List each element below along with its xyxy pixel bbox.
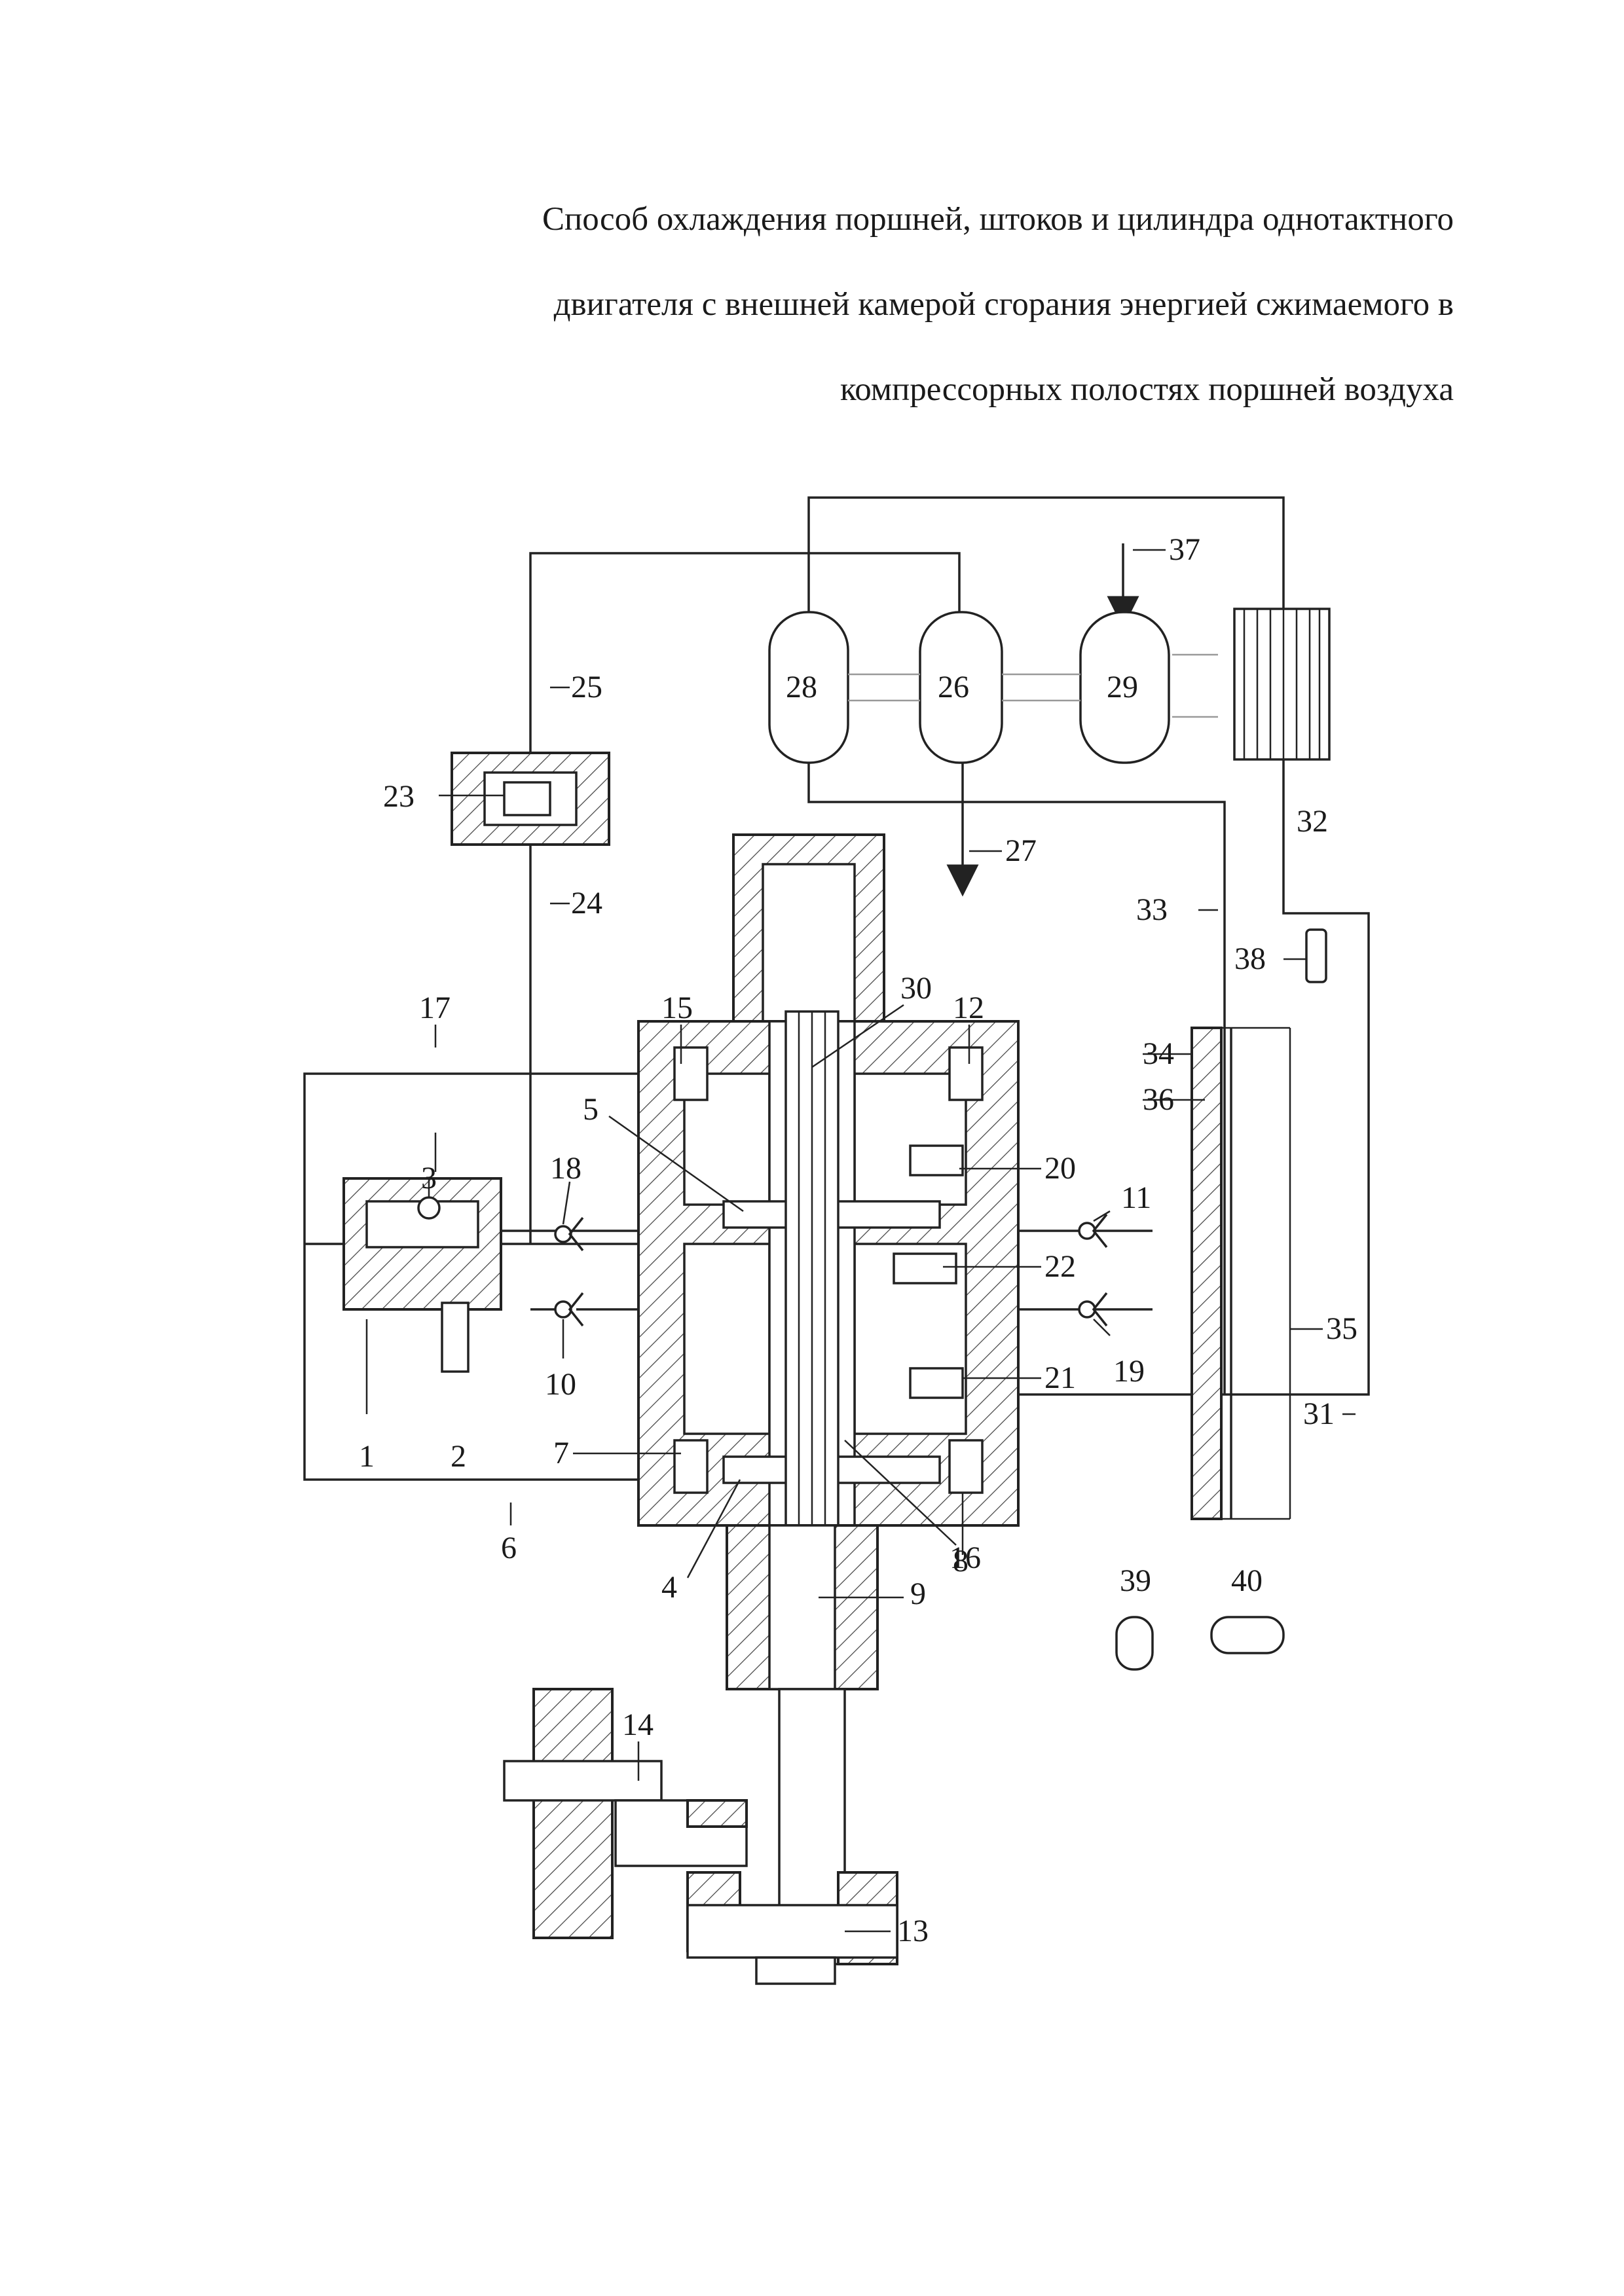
tank-28	[768, 611, 849, 764]
sensor-38	[1305, 928, 1327, 983]
label-39: 39	[1120, 1563, 1151, 1598]
label-21: 21	[1044, 1360, 1076, 1395]
label-18: 18	[550, 1151, 581, 1186]
pipe-network-top	[529, 496, 1370, 1396]
label-17: 17	[419, 991, 451, 1025]
label-30: 30	[900, 971, 932, 1006]
label-1: 1	[359, 1439, 375, 1474]
label-5: 5	[583, 1092, 599, 1127]
label-40: 40	[1231, 1563, 1263, 1598]
label-27: 27	[1005, 833, 1037, 868]
label-22: 22	[1044, 1249, 1076, 1284]
label-20: 20	[1044, 1151, 1076, 1186]
label-31: 31	[1303, 1396, 1335, 1431]
housing-1	[342, 1177, 502, 1373]
radiator-32	[1233, 608, 1331, 761]
title-line-1: Способ охлаждения поршней, штоков и цили…	[542, 201, 1454, 238]
label-24: 24	[571, 886, 602, 920]
tank-29	[1079, 611, 1170, 764]
label-25: 25	[571, 670, 602, 704]
label-29: 29	[1107, 670, 1138, 704]
label-4: 4	[661, 1570, 677, 1605]
label-3: 3	[421, 1161, 437, 1195]
label-35: 35	[1326, 1311, 1357, 1346]
sensor-40	[1210, 1616, 1285, 1654]
label-12: 12	[953, 991, 984, 1025]
check-valve-11	[1018, 1213, 1153, 1248]
label-38: 38	[1234, 941, 1266, 976]
label-34: 34	[1143, 1036, 1174, 1071]
heat-exchanger	[1190, 1027, 1291, 1520]
title-line-3: компрессорных полостях поршней воздуха	[840, 371, 1454, 408]
lower-guide	[726, 1524, 879, 1690]
check-valve-18	[554, 1216, 584, 1252]
label-7: 7	[553, 1436, 569, 1470]
label-6: 6	[501, 1531, 517, 1565]
label-23: 23	[383, 779, 415, 814]
leader-lines	[365, 549, 1356, 1933]
tank-connectors	[848, 673, 1080, 702]
valve-block-23	[451, 752, 610, 846]
label-14: 14	[622, 1707, 654, 1742]
check-valve-19	[1018, 1292, 1153, 1327]
label-9: 9	[910, 1576, 926, 1611]
label-26: 26	[938, 670, 969, 704]
label-16: 16	[950, 1540, 981, 1575]
sensor-39	[1115, 1616, 1154, 1671]
label-11: 11	[1121, 1180, 1151, 1215]
label-36: 36	[1143, 1082, 1174, 1117]
label-2: 2	[451, 1439, 466, 1474]
tank-26	[919, 611, 1003, 764]
label-10: 10	[545, 1367, 576, 1402]
document-title: Способ охлаждения поршней, штоков и цили…	[341, 177, 1454, 432]
part-labels: 1 2 3 4 5 6 7 8 9 10 11 12 13 14 15 16 1…	[359, 532, 1357, 1948]
label-28: 28	[786, 670, 817, 704]
label-32: 32	[1297, 804, 1328, 839]
label-13: 13	[897, 1914, 929, 1948]
label-37: 37	[1169, 532, 1200, 567]
label-33: 33	[1136, 892, 1168, 927]
label-15: 15	[661, 991, 693, 1025]
check-valve-10	[554, 1292, 584, 1327]
title-line-2: двигателя с внешней камерой сгорания эне…	[553, 286, 1454, 323]
crank-assembly	[503, 1688, 898, 1985]
cylinder-head	[732, 833, 885, 1026]
label-19: 19	[1113, 1354, 1145, 1389]
label-8: 8	[953, 1544, 969, 1578]
